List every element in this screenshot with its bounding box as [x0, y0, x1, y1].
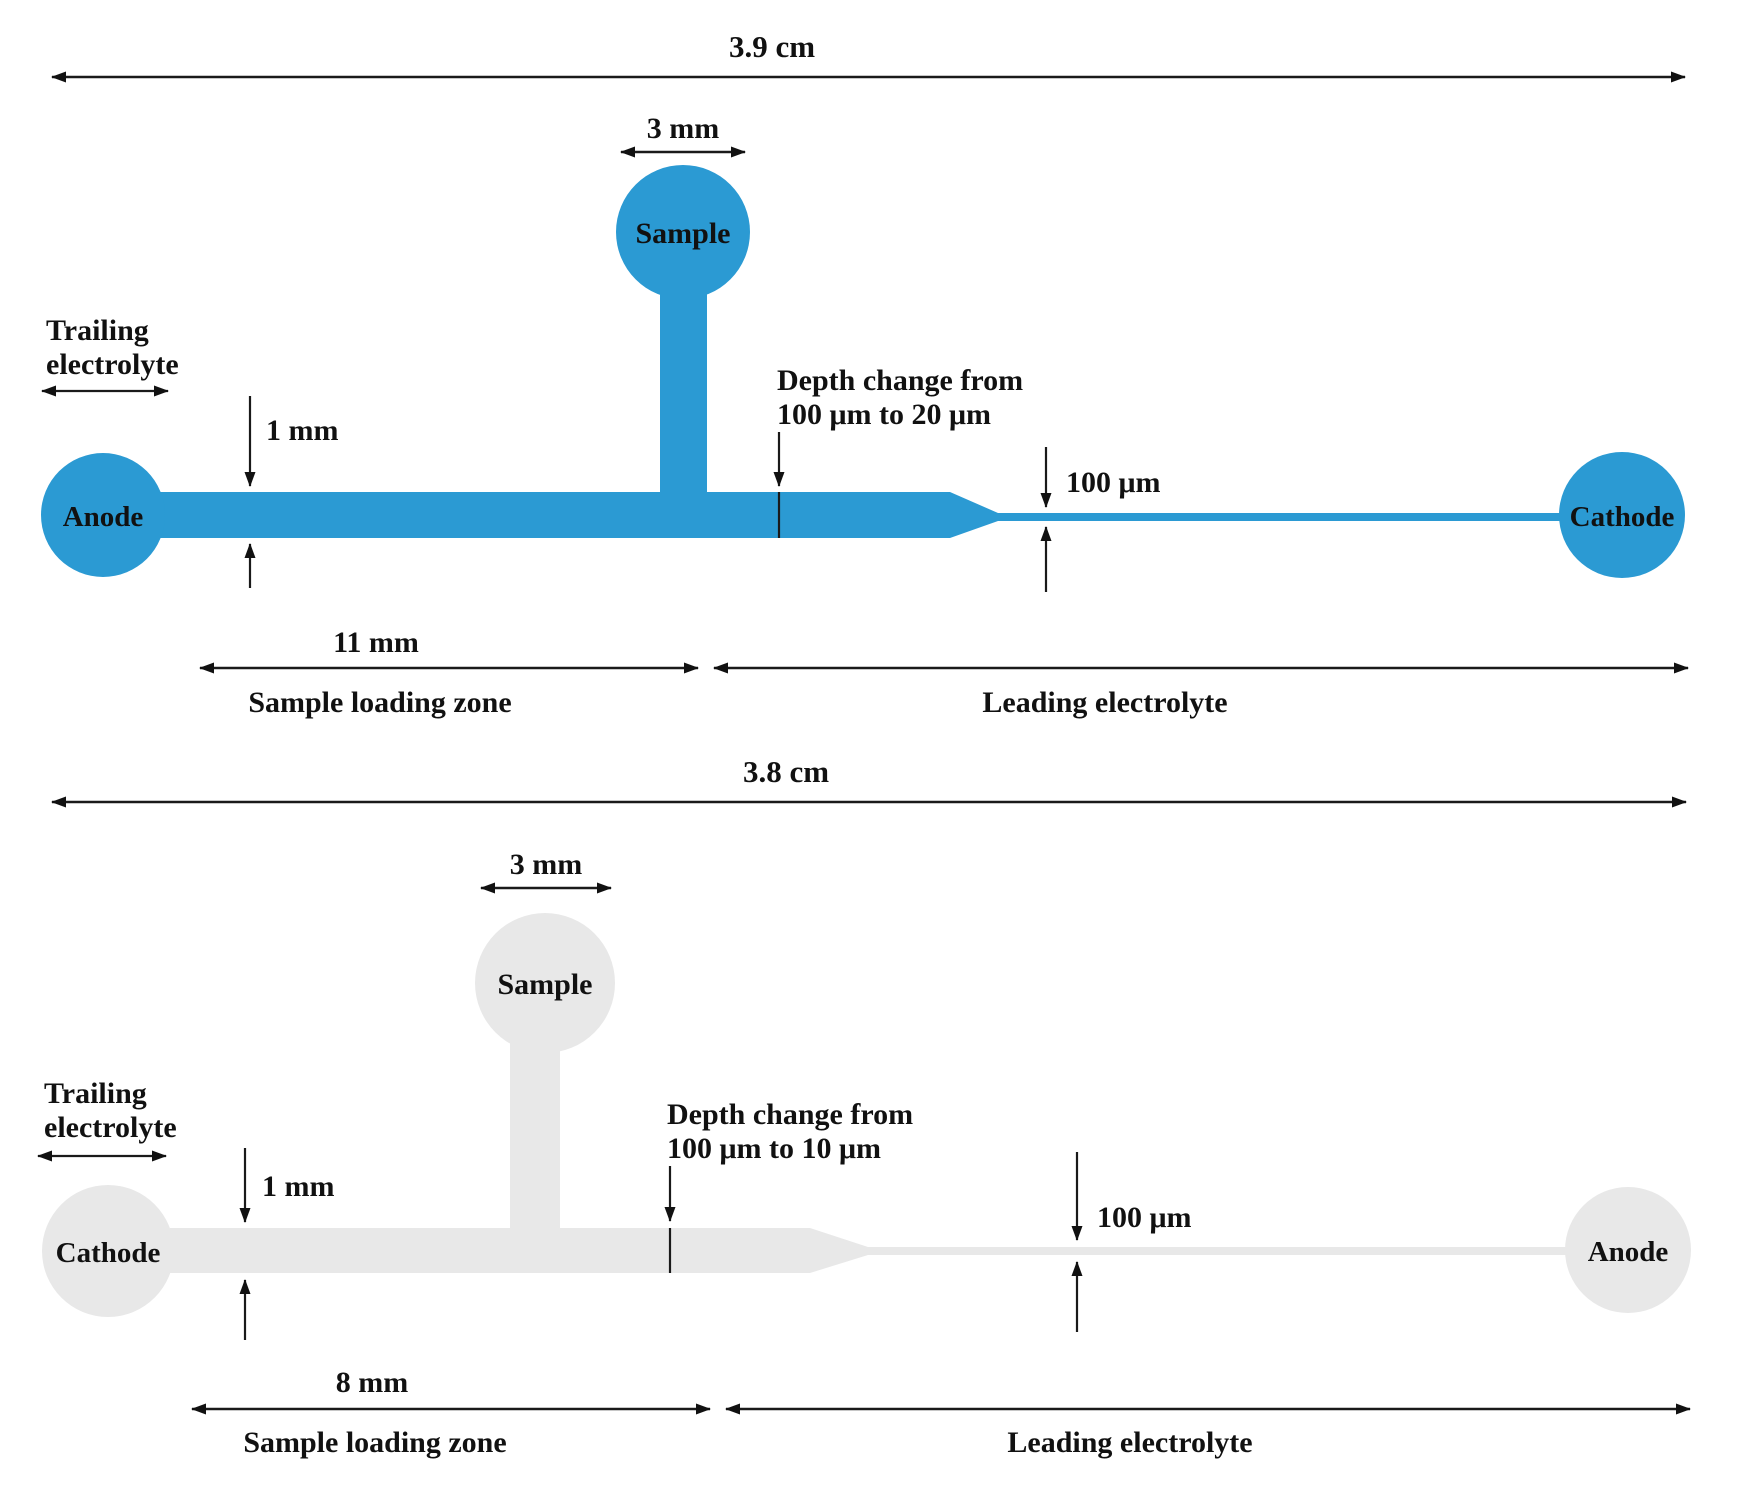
top-well-diameter-label: 3 mm — [647, 112, 719, 145]
bottom-cathode-label: Cathode — [56, 1237, 161, 1269]
bottom-main-channel — [170, 1228, 1567, 1273]
top-depth-change-label-line2: 100 μm to 20 μm — [777, 398, 991, 431]
bottom-leading-zone-label: Leading electrolyte — [1007, 1426, 1252, 1459]
top-main-channel — [160, 492, 1560, 538]
bottom-sample-stem-channel — [510, 1030, 560, 1240]
top-narrow-width-label: 100 μm — [1066, 466, 1161, 499]
top-sample-stem-channel — [660, 278, 707, 496]
bottom-depth-change-label-line2: 100 μm to 10 μm — [667, 1132, 881, 1165]
bottom-total-length-label: 3.8 cm — [743, 754, 829, 789]
top-leading-zone-label: Leading electrolyte — [982, 686, 1227, 719]
bottom-trailing-electrolyte-label-line2: electrolyte — [44, 1111, 177, 1144]
top-sample-label: Sample — [635, 217, 730, 250]
top-cathode-label: Cathode — [1570, 501, 1675, 533]
top-anode-label: Anode — [63, 501, 144, 533]
bottom-loading-zone-label: Sample loading zone — [243, 1426, 506, 1459]
bottom-loading-length-label: 8 mm — [336, 1366, 408, 1399]
bottom-cathode-well — [42, 1185, 174, 1317]
bottom-chip-diagram: 3.8 cm 3 mm Sample Cathode Anode Trailin… — [37, 754, 1691, 1459]
bottom-channel-width-label: 1 mm — [262, 1170, 334, 1203]
bottom-trailing-electrolyte-label-line1: Trailing — [44, 1077, 147, 1110]
bottom-depth-change-label-line1: Depth change from — [667, 1098, 913, 1131]
bottom-anode-well — [1565, 1187, 1691, 1313]
top-cathode-well — [1559, 452, 1685, 578]
bottom-sample-well — [475, 913, 615, 1053]
top-channel-width-label: 1 mm — [266, 414, 338, 447]
bottom-sample-label: Sample — [497, 968, 592, 1001]
bottom-anode-label: Anode — [1588, 1236, 1669, 1268]
top-depth-change-label-line1: Depth change from — [777, 364, 1023, 397]
top-trailing-electrolyte-label-line2: electrolyte — [46, 348, 179, 381]
top-sample-well — [616, 165, 750, 299]
bottom-well-diameter-label: 3 mm — [510, 848, 582, 881]
top-loading-zone-label: Sample loading zone — [248, 686, 511, 719]
top-anode-well — [41, 453, 165, 577]
top-loading-length-label: 11 mm — [333, 626, 419, 659]
top-chip-diagram: 3.9 cm 3 mm Sample Anode Cathode Trailin… — [41, 29, 1689, 719]
bottom-narrow-width-label: 100 μm — [1097, 1201, 1192, 1234]
top-total-length-label: 3.9 cm — [729, 29, 815, 64]
top-trailing-electrolyte-label-line1: Trailing — [46, 314, 149, 347]
